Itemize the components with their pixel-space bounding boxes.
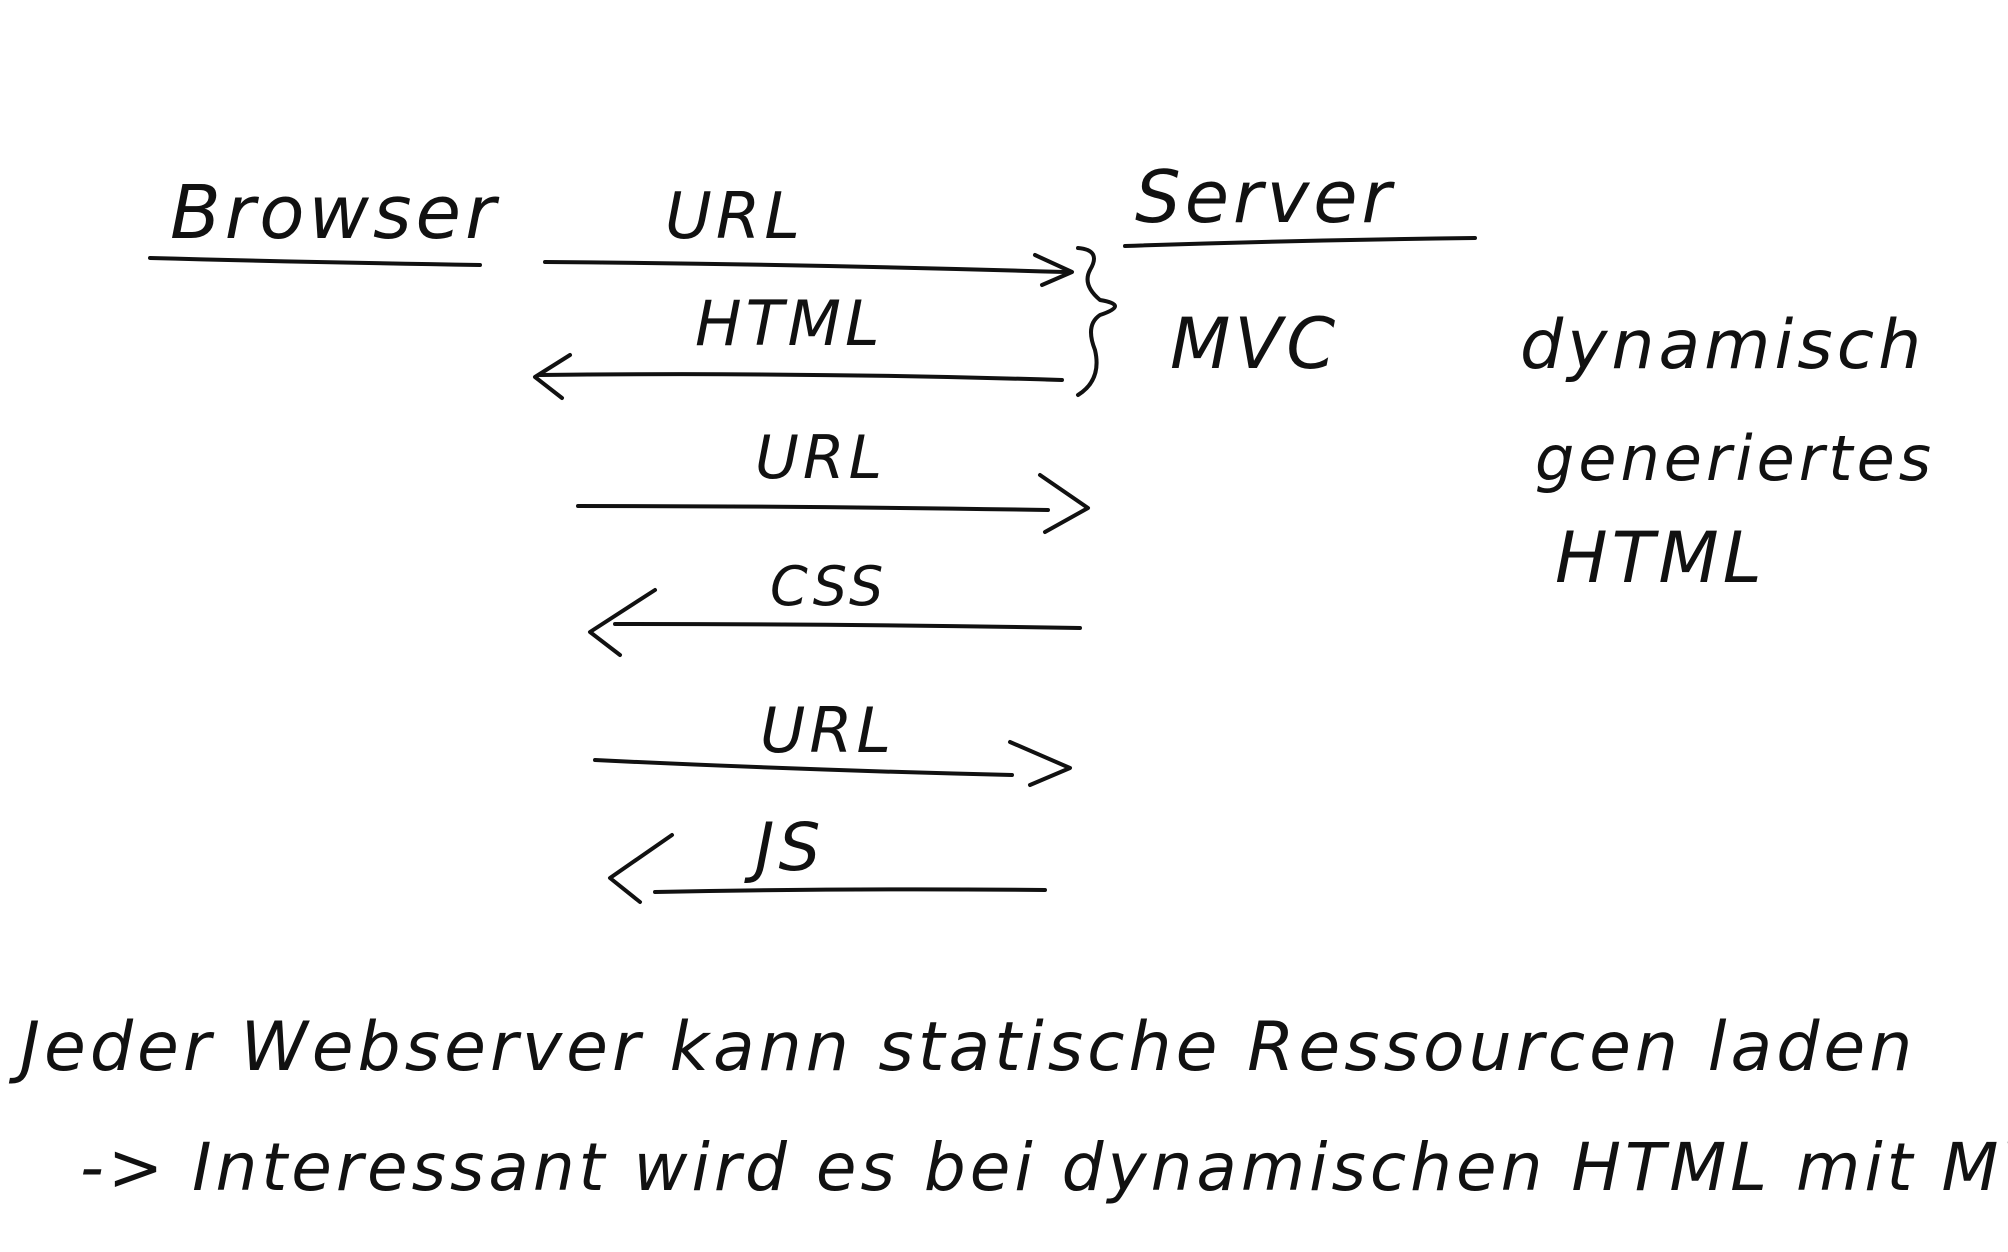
- note-line-2: generiertes: [1535, 422, 1935, 495]
- note-line-1: dynamisch: [1520, 306, 1925, 385]
- server-underline: [1123, 236, 1477, 248]
- note-line-3: HTML: [1555, 517, 1766, 599]
- group-brace: [1076, 246, 1117, 397]
- browser-heading: Browser: [170, 170, 500, 256]
- arrow-to-browser-4: [613, 622, 1082, 630]
- arrow-to-server-3: [576, 504, 1050, 512]
- arrowhead-right-3: [1038, 473, 1090, 534]
- arrowhead-right-5: [1008, 740, 1072, 787]
- server-heading: Server: [1135, 155, 1396, 239]
- arrow-to-server-1: [543, 260, 1067, 274]
- message-label-3: URL: [755, 423, 886, 493]
- arrowhead-left-2: [533, 353, 572, 400]
- message-label-5: URL: [760, 694, 895, 767]
- message-label-6: JS: [744, 809, 824, 886]
- footer-line-1: Jeder Webserver kann statische Ressource…: [8, 1008, 1916, 1087]
- browser-underline: [148, 256, 482, 267]
- message-label-2: HTML: [695, 287, 884, 360]
- message-label-4: CSS: [770, 555, 887, 618]
- arrowhead-left-6: [608, 833, 674, 904]
- arrowhead-left-4: [588, 588, 657, 657]
- mvc-label: MVC: [1170, 303, 1339, 385]
- arrow-to-server-5: [593, 758, 1014, 777]
- footer-line-2: -> Interessant wird es bei dynamischen H…: [80, 1129, 2008, 1206]
- arrow-to-browser-2: [538, 372, 1064, 382]
- message-label-1: URL: [665, 180, 804, 254]
- arrow-to-browser-6: [653, 887, 1047, 894]
- arrowhead-right-1: [1033, 253, 1074, 287]
